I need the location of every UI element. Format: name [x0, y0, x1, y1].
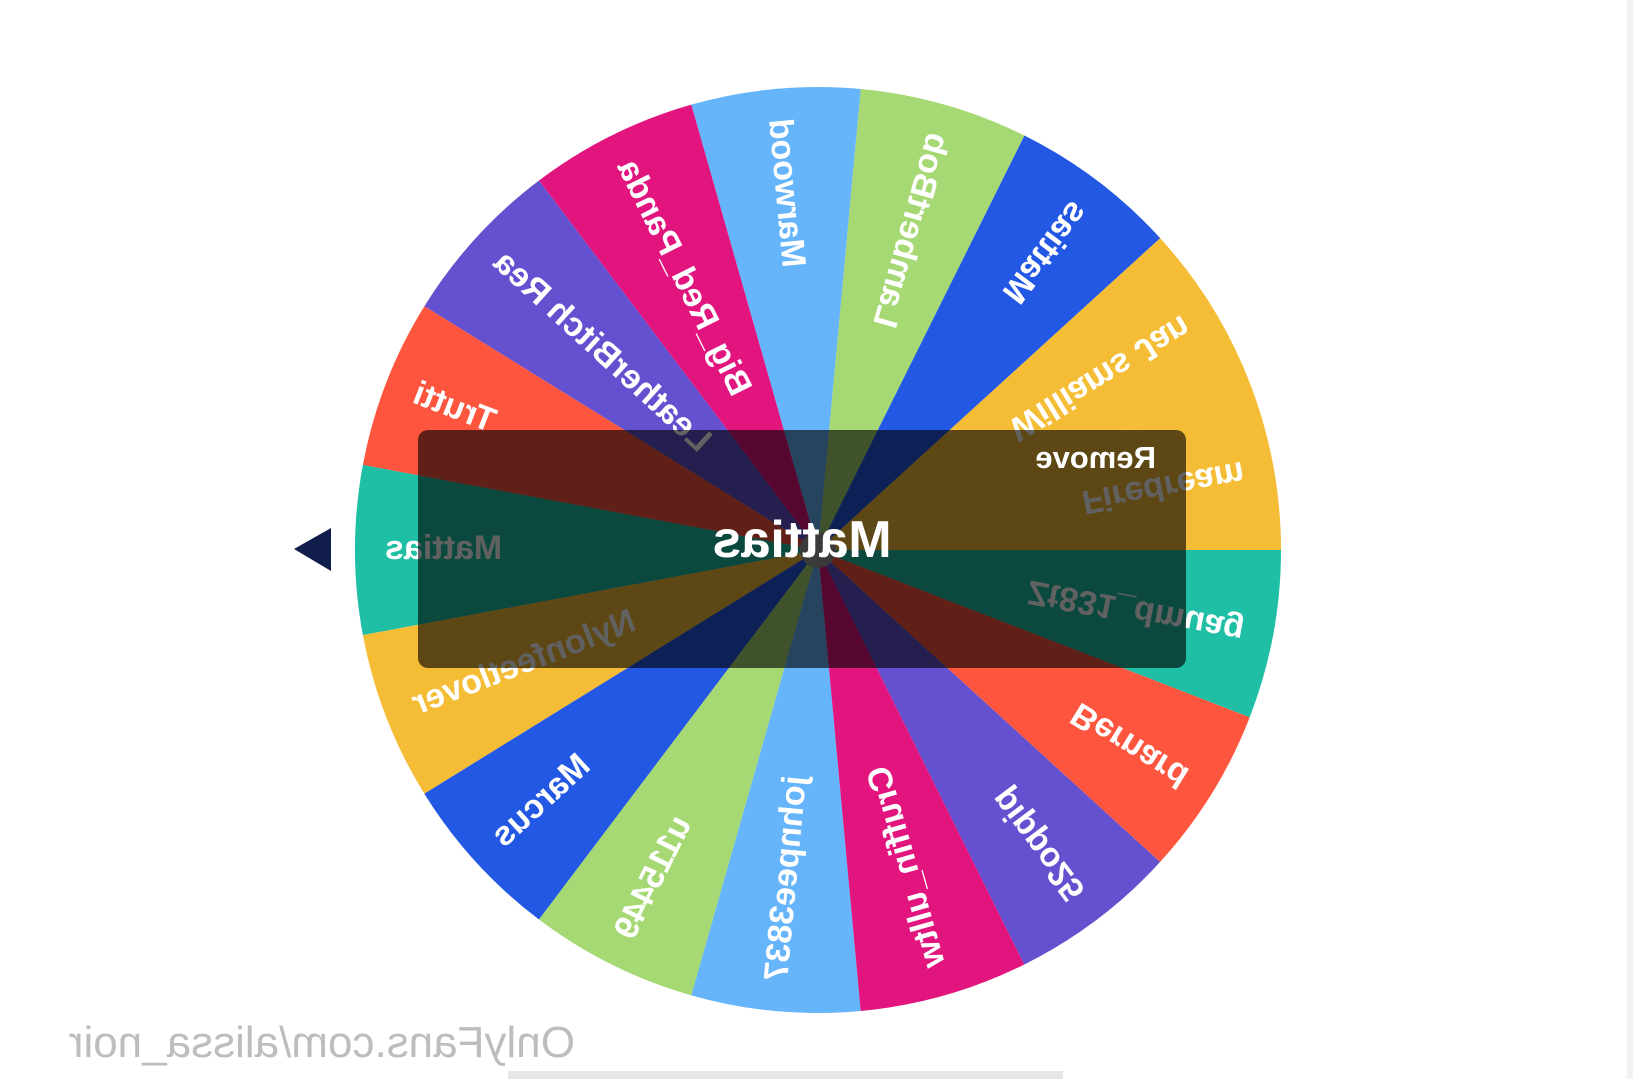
pointer-arrow-icon	[294, 528, 331, 571]
bottom-scrollbar[interactable]	[508, 1071, 1063, 1079]
remove-button[interactable]: Remove	[1035, 440, 1156, 475]
page-edge	[1627, 0, 1633, 1079]
winner-name: Mattias	[712, 511, 892, 569]
result-popup: Remove Mattias	[418, 430, 1186, 668]
watermark-text: OnlyFans.com/alissa_noir	[68, 1018, 575, 1067]
